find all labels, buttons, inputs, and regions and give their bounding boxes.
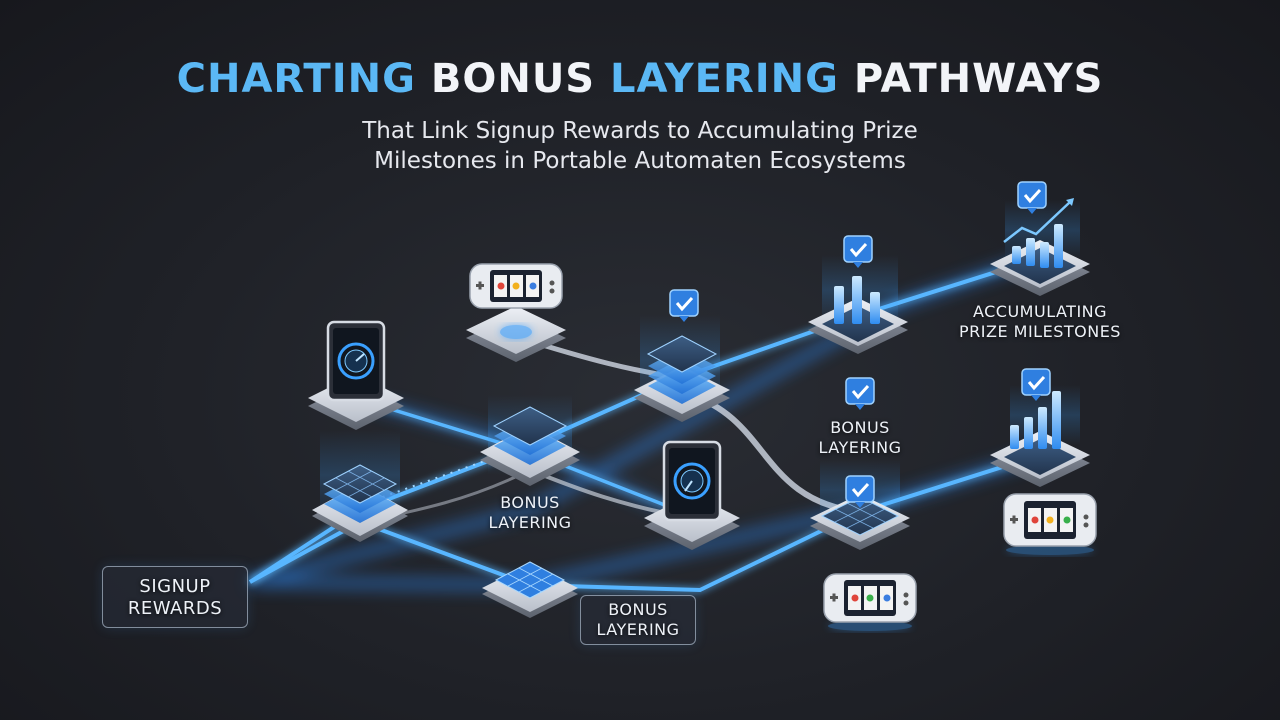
node-bar-chart-upper <box>808 235 908 354</box>
bonus-layering-label-bottom-line-1: BONUS <box>608 600 668 619</box>
node-bar-chart-right-middle <box>990 368 1090 487</box>
title-word-1: CHARTING <box>176 56 416 102</box>
accumulating-prize-milestones-label: ACCUMULATING PRIZE MILESTONES <box>950 302 1130 342</box>
node-grid-checked <box>810 475 910 550</box>
subtitle-line-1: That Link Signup Rewards to Accumulating… <box>362 118 918 144</box>
node-stacked-layers-checked <box>634 289 730 422</box>
node-stacked-layers-center <box>480 406 580 486</box>
bonus-layering-label-right-line-2: LAYERING <box>818 438 902 457</box>
handheld-console-right <box>1003 493 1097 555</box>
handheld-console-bottom <box>823 573 917 631</box>
slot-reels-icon <box>469 263 563 309</box>
checkmark-badge-icon <box>1017 181 1047 214</box>
node-handheld-top <box>466 263 566 362</box>
bar-chart-icon <box>834 276 880 324</box>
node-grid-bottom <box>482 561 578 618</box>
bonus-layering-label-bottom: BONUS LAYERING <box>580 595 696 645</box>
signup-rewards-label: SIGNUP REWARDS <box>102 566 248 628</box>
subtitle-line-2: Milestones in Portable Automaten Ecosyst… <box>374 148 906 174</box>
bonus-layering-label-right-line-1: BONUS <box>830 418 890 437</box>
title-word-2: BONUS <box>430 56 596 102</box>
signup-rewards-label-line-1: SIGNUP <box>139 576 211 597</box>
signup-rewards-label-line-2: REWARDS <box>127 598 223 619</box>
checkmark-badge-icon <box>843 235 873 268</box>
gauge-icon <box>673 462 711 500</box>
node-tablet-gauge-center <box>644 440 740 550</box>
bonus-layering-label-right: BONUS LAYERING <box>790 418 930 458</box>
bar-chart-icon <box>1012 224 1063 268</box>
slot-reels-icon <box>848 586 893 610</box>
page-subtitle: That Link Signup Rewards to Accumulating… <box>0 116 1280 176</box>
title-word-4: PATHWAYS <box>853 56 1104 102</box>
bar-chart-icon <box>1010 391 1061 449</box>
checkmark-badge-icon <box>1021 368 1051 401</box>
node-tablet-gauge-left <box>308 320 404 430</box>
bonus-layering-label-center-line-1: BONUS <box>500 493 560 512</box>
bonus-layering-label-bottom-line-2: LAYERING <box>596 620 680 639</box>
node-stacked-layers-left <box>312 464 408 542</box>
accumulating-prize-milestones-label-line-2: PRIZE MILESTONES <box>959 322 1121 341</box>
trend-arrow-icon <box>1003 198 1074 243</box>
slot-reels-icon <box>1028 508 1073 532</box>
page-title: CHARTING BONUS LAYERING PATHWAYS <box>0 56 1280 102</box>
node-bar-chart-top-right <box>990 181 1090 296</box>
checkmark-badge-icon <box>669 289 699 322</box>
gauge-icon <box>337 342 375 380</box>
title-word-3: LAYERING <box>610 56 839 102</box>
bonus-layering-label-center-line-2: LAYERING <box>488 513 572 532</box>
checkmark-badge-icon <box>845 377 875 410</box>
checkmark-badge-icon <box>845 475 875 508</box>
accumulating-prize-milestones-label-line-1: ACCUMULATING <box>972 302 1108 321</box>
bonus-layering-label-center: BONUS LAYERING <box>460 493 600 533</box>
